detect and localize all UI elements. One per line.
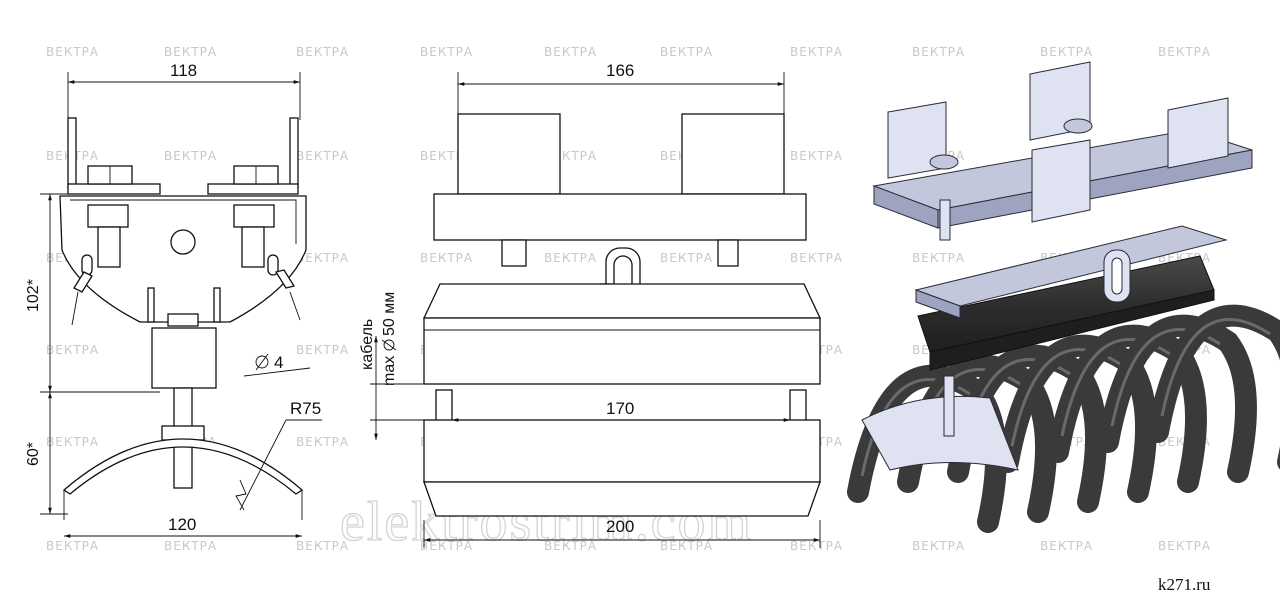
dim-front-height-lower: 60* [25,442,42,466]
watermark-text: ВЕКТРА [1158,45,1211,59]
dim-hole-diameter: 4 [274,353,283,372]
watermark-text: ВЕКТРА [1158,539,1211,553]
watermark-text: ВЕКТРА [296,149,349,163]
watermark-text: ВЕКТРА [660,539,713,553]
watermark-text: ВЕКТРА [420,539,473,553]
watermark-text: ВЕКТРА [790,45,843,59]
watermark-text: ВЕКТРА [912,539,965,553]
watermark-text: ВЕКТРА [1040,45,1093,59]
watermark-text: ВЕКТРА [790,149,843,163]
watermark-text: ВЕКТРА [164,539,217,553]
watermark-text: ВЕКТРА [296,539,349,553]
watermark-text: ВЕКТРА [296,435,349,449]
watermark-text: ВЕКТРА [296,343,349,357]
watermark-text: ВЕКТРА [164,149,217,163]
product-render [847,61,1280,533]
dim-side-width-top: 166 [606,61,634,80]
side-view: 166 170 200 кабель m [359,61,822,548]
watermark-text: ВЕКТРА [790,539,843,553]
dim-side-width-bottom: 200 [606,517,634,536]
watermark-text: ВЕКТРА [544,45,597,59]
watermark-text: ВЕКТРА [660,251,713,265]
dim-radius: R75 [290,399,321,418]
watermark-text: ВЕКТРА [46,435,99,449]
watermark-text: ВЕКТРА [544,539,597,553]
watermark-text: ВЕКТРА [46,45,99,59]
dim-front-width-bottom: 120 [168,515,196,534]
watermark-text: ВЕКТРА [1040,539,1093,553]
watermark-text: ВЕКТРА [544,251,597,265]
source-label: k271.ru [1158,575,1211,594]
cable-highlight [1160,317,1271,417]
watermark-text: ВЕКТРА [790,251,843,265]
watermark-text: ВЕКТРА [296,45,349,59]
watermark-text: ВЕКТРА [912,251,965,265]
watermark-text: ВЕКТРА [164,45,217,59]
cable-label-3: 50 мм [381,292,398,336]
watermark-text: ВЕКТРА [46,343,99,357]
watermark-text: ВЕКТРА [912,45,965,59]
watermark-text: ВЕКТРА [660,45,713,59]
cable-label-2: max [381,356,398,386]
watermark-text: ВЕКТРА [46,539,99,553]
front-view: 118 [25,61,322,538]
watermark-text: ВЕКТРА [420,45,473,59]
watermark-text: ВЕКТРА [420,251,473,265]
dim-side-width-inner: 170 [606,399,634,418]
watermark-text: ВЕКТРА [296,251,349,265]
diameter-icon [381,339,397,351]
cable-label-1: кабель [359,319,376,370]
dim-front-width-top: 118 [170,61,197,80]
dim-front-height-upper: 102* [25,279,42,312]
